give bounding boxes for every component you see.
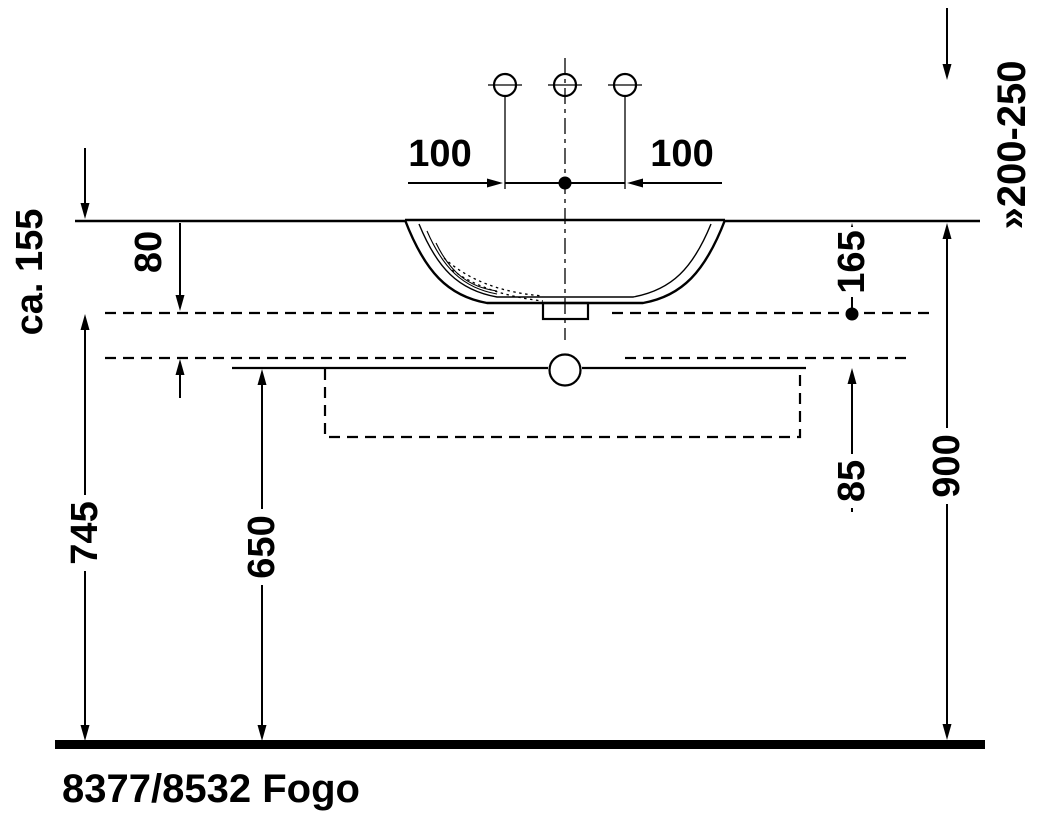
dimension-165: 165 (831, 223, 873, 321)
arrowhead-down-icon (80, 203, 90, 219)
dim-200-250-label: »200-250 (990, 60, 1034, 229)
basin-wall-section-line (435, 242, 498, 292)
console-recess-outline (323, 369, 802, 439)
arrowhead-down-icon (257, 725, 267, 741)
label-mask (833, 227, 871, 297)
dimension-80: 80 (128, 223, 185, 398)
console-hidden-edges (105, 311, 932, 439)
basin-inner-profile (418, 223, 712, 298)
arrowhead-up-icon (942, 223, 952, 239)
dim-745-label: 745 (64, 501, 106, 564)
dimension-ca155: ca. 155 (9, 148, 90, 335)
dimension-200-250: »200-250 (942, 8, 1034, 230)
dim-650-label: 650 (241, 515, 283, 578)
dim-900-label: 900 (926, 434, 968, 497)
drawing-caption: 8377/8532 Fogo (62, 767, 360, 811)
arrowhead-right-icon (487, 178, 503, 188)
reference-dot (845, 307, 859, 321)
faucet-centerline-dot (558, 176, 572, 190)
basin-wall-section-line (426, 230, 498, 295)
arrowhead-left-icon (627, 178, 643, 188)
siphon-outlet-circle (548, 353, 582, 387)
arrowhead-up-icon (257, 369, 267, 385)
dimension-745: 745 (64, 314, 106, 741)
arrowhead-down-icon (80, 725, 90, 741)
arrowhead-down-icon (942, 64, 952, 80)
dim-100-right-label: 100 (650, 133, 713, 175)
label-mask (66, 495, 104, 571)
dimension-650: 650 (241, 369, 283, 741)
dim-80-label: 80 (128, 231, 170, 273)
label-mask (243, 509, 281, 585)
dim-165-label: 165 (831, 230, 873, 293)
dimension-900: 900 (926, 223, 968, 740)
arrowhead-up-icon (80, 314, 90, 330)
label-mask (833, 454, 871, 508)
arrowhead-down-icon (175, 295, 185, 311)
dimension-100-right: 100 (627, 133, 722, 188)
dim-100-left-label: 100 (408, 133, 471, 175)
dimension-85: 85 (831, 368, 873, 512)
dim-85-label: 85 (831, 460, 873, 502)
floor-line (55, 740, 985, 749)
dimension-100-left: 100 (408, 133, 503, 188)
arrowhead-down-icon (942, 724, 952, 740)
label-mask (928, 428, 966, 504)
basin-hidden-drain-line (443, 257, 544, 297)
dim-ca155-label: ca. 155 (9, 209, 51, 336)
